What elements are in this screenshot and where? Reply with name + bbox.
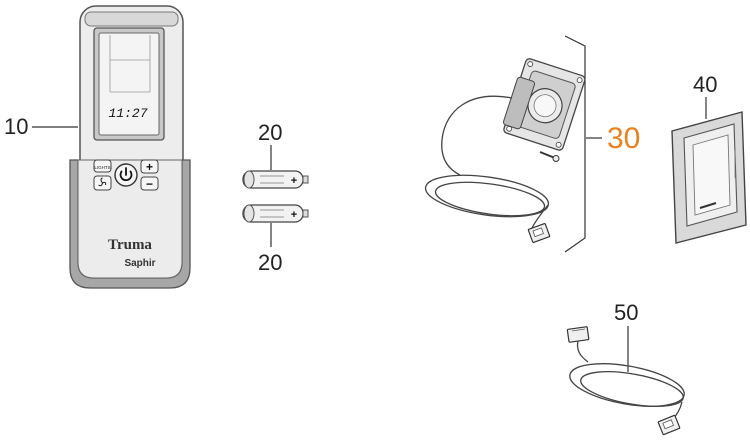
extension-cable: 50 bbox=[566, 300, 685, 436]
cover-frame: 40 bbox=[671, 72, 747, 244]
remote-model: Saphir bbox=[124, 258, 155, 269]
battery-bottom: + bbox=[242, 204, 309, 223]
receiver-housing bbox=[502, 76, 536, 130]
remote-lights-button-label: LIGHTS bbox=[94, 165, 110, 170]
remote-plus-button[interactable] bbox=[140, 159, 159, 174]
remote-minus-label: − bbox=[146, 177, 153, 191]
svg-text:+: + bbox=[291, 209, 297, 221]
extension-cable-connector-top bbox=[566, 326, 590, 343]
receiver-cable bbox=[424, 95, 550, 229]
power-icon bbox=[119, 167, 133, 181]
remote-lights-button[interactable] bbox=[93, 159, 112, 173]
callout-10: 10 bbox=[4, 114, 28, 139]
callout-40: 40 bbox=[693, 72, 717, 97]
wall-plane-edge bbox=[564, 35, 586, 253]
callout-50: 50 bbox=[614, 300, 638, 325]
callout-20-bottom: 20 bbox=[258, 250, 282, 275]
receiver-assembly: 30 bbox=[424, 35, 640, 253]
battery-top: + bbox=[242, 170, 309, 189]
remote-top-cap bbox=[84, 11, 179, 27]
extension-cable-connector-bottom bbox=[657, 414, 681, 436]
fan-icon bbox=[98, 177, 107, 187]
remote-screen bbox=[98, 32, 160, 136]
remote-minus-button[interactable] bbox=[140, 176, 159, 191]
remote-plus-label: + bbox=[146, 160, 153, 174]
mounting-screw bbox=[539, 151, 560, 162]
extension-cable-coil bbox=[569, 340, 685, 421]
remote-brand: Truma bbox=[108, 237, 152, 253]
svg-text:+: + bbox=[291, 175, 297, 187]
callout-20-top: 20 bbox=[258, 120, 282, 145]
callout-30: 30 bbox=[607, 122, 640, 155]
remote-display-time: 11:27 bbox=[108, 106, 147, 121]
remote-control-assembly: 10 11:27 LIGHTS + − Truma Saphir bbox=[4, 5, 191, 289]
receiver-cable-connector bbox=[527, 223, 551, 243]
batteries: 20 + + 20 bbox=[242, 120, 309, 275]
